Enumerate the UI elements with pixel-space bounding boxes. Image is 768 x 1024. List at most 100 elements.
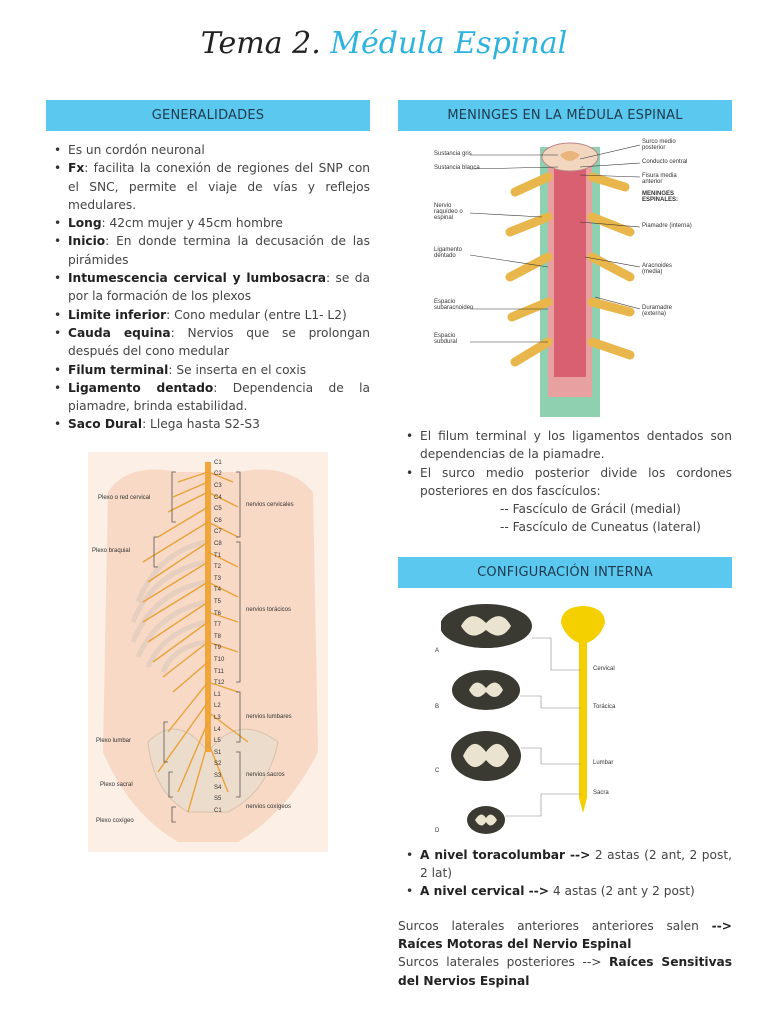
- item-text: 4 astas (2 ant y 2 post): [548, 884, 695, 899]
- label-espacio-subdural: Espacio subdural: [434, 333, 458, 345]
- item-label: Limite inferior: [68, 307, 167, 322]
- item-text: : En donde termina la decusación de las …: [68, 234, 370, 267]
- meninges-illustration: [469, 142, 641, 417]
- generalidades-list: Es un cordón neuronalFx: facilita la con…: [46, 141, 370, 434]
- vertebra-label: T10: [214, 656, 225, 663]
- vertebra-label: T1: [214, 552, 222, 559]
- item-text: El surco medio posterior divide los cord…: [420, 465, 732, 498]
- generalidades-item: Filum terminal: Se inserta en el coxis: [46, 361, 370, 380]
- item-label: Ligamento dentado: [68, 380, 214, 395]
- item-label: Saco Dural: [68, 417, 143, 432]
- meninges-item: El surco medio posterior divide los cord…: [398, 464, 732, 501]
- item-text: : Nervios que se prolongan después del c…: [68, 325, 371, 359]
- right-column: MENINGES EN LA MÉDULA ESPINAL Sustanci: [398, 100, 732, 990]
- label-nervio-raquideo: Nervio raquídeo o espinal: [434, 203, 463, 221]
- internal-configuration-figure: A B C D Cervical Torácica Lumbar Sacra: [435, 597, 689, 838]
- item-label: Long: [68, 216, 102, 231]
- label-plexo-sacral: Plexo sacral: [100, 781, 133, 788]
- label-section-c: C: [435, 767, 440, 774]
- label-sustancia-blanca: Sustancia blanca: [434, 165, 480, 171]
- para1-text: Surcos laterales anteriores anteriores s…: [398, 918, 712, 933]
- label-plexo-lumbar: Plexo lumbar: [96, 737, 132, 744]
- vertebra-label: L1: [214, 691, 221, 698]
- label-cervical: Cervical: [593, 665, 615, 672]
- vertebra-label: T7: [214, 622, 222, 629]
- item-text: : 42cm mujer y 45cm hombre: [101, 216, 283, 231]
- item-text: : facilita la conexión de regiones del S…: [68, 161, 370, 212]
- left-column: GENERALIDADES Es un cordón neuronalFx: f…: [46, 100, 370, 852]
- vertebra-label: S1: [214, 749, 222, 756]
- label-espacio-subaracnoideo: Espacio subaracnoideo: [434, 299, 474, 311]
- item-text: : se da por la formación de los plexos: [68, 271, 370, 304]
- meninges-list: El filum terminal y los ligamentos denta…: [398, 427, 732, 500]
- vertebra-label: L3: [214, 714, 221, 721]
- label-aracnoides: Aracnoides (media): [642, 263, 673, 275]
- sub-item-cuneatus: -- Fascículo de Cuneatus (lateral): [500, 520, 701, 535]
- label-duramadre: Duramadre (externa): [642, 305, 673, 317]
- vertebra-label: C6: [214, 517, 222, 524]
- label-conducto-central: Conducto central: [642, 159, 688, 165]
- vertebra-label: C1: [214, 459, 222, 466]
- title-prefix: Tema 2.: [200, 26, 321, 61]
- vertebra-label: T2: [214, 564, 222, 571]
- vertebra-label: S5: [214, 796, 222, 803]
- vertebra-label: C7: [214, 529, 222, 536]
- vertebra-label: C3: [214, 482, 222, 489]
- label-section-d: D: [435, 827, 440, 834]
- title-accent: Médula Espinal: [330, 26, 568, 61]
- generalidades-item: Intumescencia cervical y lumbosacra: se …: [46, 269, 370, 306]
- generalidades-item: Ligamento dentado: Dependencia de la pia…: [46, 379, 370, 416]
- item-text: Es un cordón neuronal: [68, 143, 205, 157]
- item-label: A nivel cervical -->: [420, 884, 549, 899]
- generalidades-header: GENERALIDADES: [46, 100, 370, 131]
- generalidades-item: Limite inferior: Cono medular (entre L1-…: [46, 306, 370, 325]
- label-lumbar: Lumbar: [593, 759, 614, 766]
- vertebra-label: L5: [214, 738, 221, 745]
- item-text: : Cono medular (entre L1- L2): [166, 307, 347, 322]
- generalidades-item: Es un cordón neuronal: [46, 141, 370, 160]
- spinal-nerves-figure: Plexo o red cervical Plexo braquial Plex…: [88, 451, 328, 852]
- label-section-b: B: [435, 703, 440, 710]
- vertebra-label: T6: [214, 610, 222, 617]
- vertebra-label: C1: [214, 807, 222, 814]
- item-text: : Se inserta en el coxis: [168, 362, 307, 377]
- spinal-nerves-illustration: [103, 461, 318, 842]
- meninges-header: MENINGES EN LA MÉDULA ESPINAL: [398, 100, 732, 131]
- configuracion-header: CONFIGURACIÓN INTERNA: [398, 556, 732, 588]
- label-nervios-toracicos: nervios torácicos: [246, 606, 292, 613]
- item-text: : Dependencia de la piamadre, brinda est…: [68, 380, 370, 414]
- meninges-figure: Sustancia gris Sustancia blanca Nervio r…: [430, 137, 700, 421]
- label-nervios-sacros: nervios sacros: [246, 771, 285, 778]
- item-text: 2 astas (2 ant, 2 post, 2 lat): [420, 847, 732, 881]
- vertebra-label: L4: [214, 726, 221, 733]
- para2-text: Surcos laterales posteriores -->: [398, 955, 609, 970]
- vertebra-label: L2: [214, 703, 221, 710]
- meninges-item: El filum terminal y los ligamentos denta…: [398, 427, 732, 464]
- item-text: : Llega hasta S2-S3: [142, 417, 260, 432]
- label-sustancia-gris: Sustancia gris: [434, 151, 472, 157]
- label-plexo-braquial: Plexo braquial: [92, 547, 131, 554]
- vertebra-label: S4: [214, 784, 222, 791]
- item-label: Intumescencia cervical y lumbosacra: [68, 271, 326, 286]
- vertebra-label: T3: [214, 575, 222, 582]
- vertebra-label: C8: [214, 540, 222, 547]
- label-plexo-cervical: Plexo o red cervical: [98, 494, 151, 501]
- item-label: Cauda equina: [68, 325, 171, 340]
- paragraph-motoras: Surcos laterales anteriores anteriores s…: [398, 917, 732, 954]
- page-title: Tema 2. Médula Espinal: [0, 26, 768, 61]
- para1-bold: --> Raíces Motoras del Nervio Espinal: [398, 918, 732, 951]
- configuracion-item: A nivel cervical --> 4 astas (2 ant y 2 …: [398, 882, 732, 901]
- label-ligamento-dentado: Ligamento dentado: [434, 247, 463, 259]
- label-plexo-coxigeo: Plexo coxígeo: [96, 817, 134, 824]
- label-piamadre: Piamadre (interna): [642, 223, 692, 229]
- item-label: A nivel toracolumbar -->: [420, 847, 591, 862]
- item-label: Inicio: [68, 234, 106, 249]
- vertebra-label: T12: [214, 680, 225, 687]
- cross-sections-illustration: [441, 603, 605, 834]
- label-section-a: A: [435, 647, 440, 654]
- vertebra-label: T11: [214, 668, 224, 675]
- generalidades-item: Fx: facilita la conexión de regiones del…: [46, 159, 370, 214]
- vertebra-label: S3: [214, 772, 222, 779]
- sub-item-gracil: -- Fascículo de Grácil (medial): [500, 502, 681, 517]
- vertebra-label: T4: [214, 587, 222, 594]
